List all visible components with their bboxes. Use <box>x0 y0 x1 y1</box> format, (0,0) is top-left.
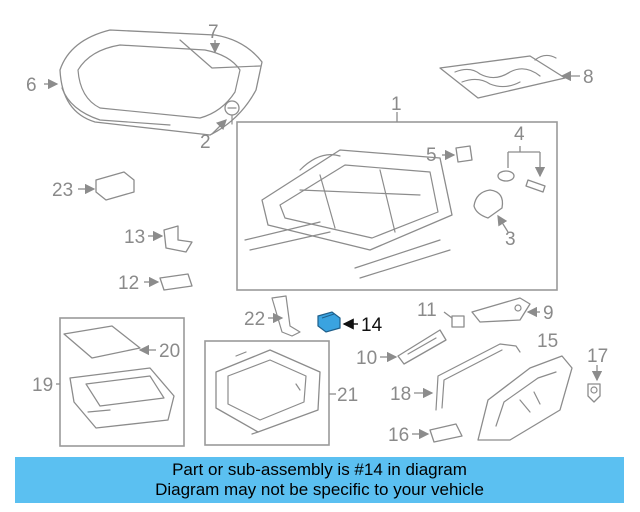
callout-14: 14 <box>361 315 383 336</box>
module-part-23 <box>95 171 135 201</box>
callout-16: 16 <box>388 425 409 446</box>
callout-2: 2 <box>200 132 211 153</box>
housing-part-21 <box>215 349 321 435</box>
callout-13: 13 <box>124 227 145 248</box>
callout-8: 8 <box>583 67 594 88</box>
tray-part-19 <box>69 367 175 429</box>
side-cover-part-15 <box>477 355 573 441</box>
callout-6: 6 <box>26 75 37 96</box>
clip-part-11 <box>451 315 465 328</box>
mat-part-20 <box>63 325 141 359</box>
callout-4: 4 <box>514 124 525 145</box>
banner-line-2: Diagram may not be specific to your vehi… <box>155 480 484 499</box>
callout-12: 12 <box>118 273 139 294</box>
nut-part-4 <box>497 170 546 193</box>
highlighted-part-14 <box>317 311 341 333</box>
trim-part-9 <box>471 297 531 323</box>
callout-17: 17 <box>587 346 608 367</box>
callout-21: 21 <box>337 385 358 406</box>
callout-23: 23 <box>52 180 73 201</box>
banner-line-1: Part or sub-assembly is #14 in diagram <box>172 460 467 479</box>
bracket-part-22 <box>271 295 301 337</box>
callout-5: 5 <box>426 145 437 166</box>
callout-3: 3 <box>505 229 516 250</box>
motor-part-3 <box>473 189 504 219</box>
heater-pad-part <box>439 54 566 99</box>
bracket-part-5 <box>455 145 473 163</box>
callout-10: 10 <box>356 348 377 369</box>
cable-part-18 <box>435 343 521 411</box>
bracket-part-13 <box>163 225 193 253</box>
under-seat-box <box>204 340 330 446</box>
callout-11: 11 <box>417 300 437 321</box>
callout-19: 19 <box>32 375 53 396</box>
callout-20: 20 <box>159 341 180 362</box>
callout-15: 15 <box>537 331 558 352</box>
clip-part-12 <box>159 273 193 291</box>
callout-1: 1 <box>391 94 402 115</box>
seat-track-frame-part <box>244 149 453 279</box>
callout-7: 7 <box>208 22 219 43</box>
callout-18: 18 <box>390 384 411 405</box>
clip-part-16 <box>429 423 463 443</box>
info-banner: Part or sub-assembly is #14 in diagram D… <box>15 457 624 503</box>
screw-part-17 <box>587 383 601 403</box>
clip-part-2 <box>224 100 240 125</box>
storage-tray-box <box>59 317 185 447</box>
handle-part-10 <box>397 329 447 365</box>
callout-22: 22 <box>244 309 265 330</box>
seat-cushion-part <box>59 29 263 136</box>
callout-9: 9 <box>543 303 554 324</box>
